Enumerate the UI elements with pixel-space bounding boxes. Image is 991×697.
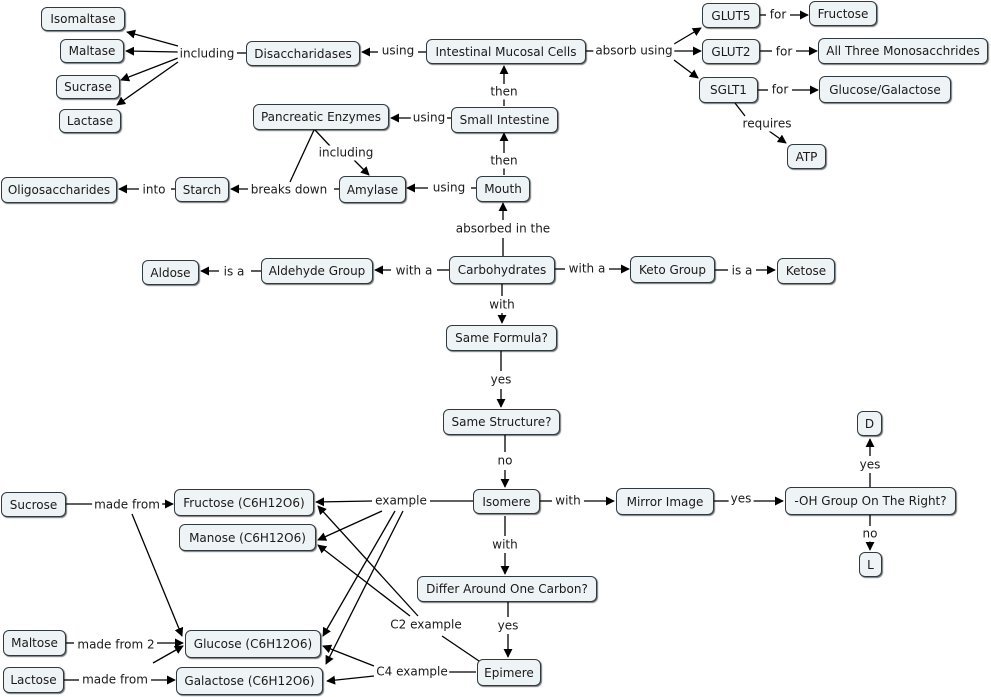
node-l[interactable]: L [859, 552, 882, 577]
node-keto-group[interactable]: Keto Group [630, 256, 715, 283]
label-is-a: is a [221, 264, 247, 280]
node-intestinal-mucosal-cells[interactable]: Intestinal Mucosal Cells [426, 39, 586, 64]
node-glut2[interactable]: GLUT2 [702, 39, 760, 64]
label-with-a: with a [566, 261, 608, 277]
node-all-three-monosacchrides[interactable]: All Three Monosacchrides [818, 38, 988, 64]
node-oligosaccharides[interactable]: Oligosaccharides [1, 177, 117, 203]
node-aldehyde-group[interactable]: Aldehyde Group [261, 258, 373, 284]
node-galactose-c6h12o6[interactable]: Galactose (C6H12O6) [176, 667, 323, 695]
label-then: then [488, 153, 520, 169]
label-no: no [495, 453, 515, 469]
node-glucose-c6h12o6[interactable]: Glucose (C6H12O6) [185, 630, 321, 658]
label-including: including [316, 145, 376, 161]
node-starch[interactable]: Starch [175, 177, 229, 202]
node-glut5[interactable]: GLUT5 [702, 3, 760, 28]
node-mouth[interactable]: Mouth [476, 176, 530, 202]
node-sucrase[interactable]: Sucrase [56, 75, 120, 99]
label-requires: requires [740, 116, 794, 132]
label-using: using [410, 110, 448, 126]
label-with-a: with a [393, 263, 435, 279]
node-aldose[interactable]: Aldose [142, 260, 199, 285]
label-for: for [773, 44, 795, 60]
node-lactose[interactable]: Lactose [3, 667, 64, 693]
label-yes: yes [495, 618, 521, 634]
node-small-intestine[interactable]: Small Intestine [451, 107, 558, 133]
label-with: with [490, 537, 520, 553]
label-no: no [860, 526, 880, 542]
node-maltase[interactable]: Maltase [60, 39, 124, 63]
label-with: with [553, 493, 583, 509]
node-differ-one-carbon[interactable]: Differ Around One Carbon? [417, 576, 597, 602]
node-disaccharidases[interactable]: Disaccharidases [246, 41, 360, 66]
node-fructose[interactable]: Fructose [809, 1, 877, 26]
label-yes: yes [857, 457, 883, 473]
label-made-from-2: made from 2 [75, 637, 157, 653]
label-using: using [379, 43, 417, 59]
label-for: for [767, 7, 789, 23]
node-same-structure[interactable]: Same Structure? [443, 409, 560, 435]
label-example: example [373, 493, 429, 509]
label-using: using [430, 180, 468, 196]
label-absorb-using: absorb using [593, 43, 675, 59]
node-isomere[interactable]: Isomere [473, 489, 540, 514]
node-lactase[interactable]: Lactase [59, 109, 121, 133]
node-isomaltase[interactable]: Isomaltase [41, 7, 125, 31]
label-yes: yes [488, 372, 514, 388]
node-d[interactable]: D [857, 411, 882, 436]
node-glucose-galactose[interactable]: Glucose/Galactose [819, 76, 951, 103]
label-into: into [140, 182, 168, 198]
node-maltose[interactable]: Maltose [3, 630, 66, 656]
node-amylase[interactable]: Amylase [339, 176, 406, 203]
label-made-from: made from [92, 497, 162, 513]
label-breaks-down: breaks down [248, 182, 330, 198]
node-fructose-c6h12o6[interactable]: Fructose (C6H12O6) [174, 489, 314, 516]
label-for: for [769, 82, 791, 98]
label-made-from: made from [80, 672, 150, 688]
node-ketose[interactable]: Ketose [777, 258, 835, 284]
node-pancreatic-enzymes[interactable]: Pancreatic Enzymes [253, 104, 389, 130]
label-then: then [488, 84, 520, 100]
node-sglt1[interactable]: SGLT1 [699, 77, 758, 103]
label-with: with [487, 297, 517, 313]
node-mirror-image[interactable]: Mirror Image [616, 488, 714, 515]
label-is-a: is a [729, 263, 755, 279]
label-c4-example: C4 example [374, 664, 450, 680]
node-oh-group-right[interactable]: -OH Group On The Right? [785, 487, 956, 515]
node-manose-c6h12o6[interactable]: Manose (C6H12O6) [179, 524, 316, 551]
label-c2-example: C2 example [388, 617, 464, 633]
node-sucrose[interactable]: Sucrose [1, 492, 66, 517]
label-absorbed-in-the: absorbed in the [453, 221, 553, 237]
node-carbohydrates[interactable]: Carbohydrates [449, 256, 555, 284]
label-including: including [177, 46, 237, 62]
label-yes: yes [728, 491, 754, 507]
node-same-formula[interactable]: Same Formula? [446, 325, 557, 351]
node-atp[interactable]: ATP [787, 144, 826, 169]
node-epimere[interactable]: Epimere [477, 659, 541, 686]
